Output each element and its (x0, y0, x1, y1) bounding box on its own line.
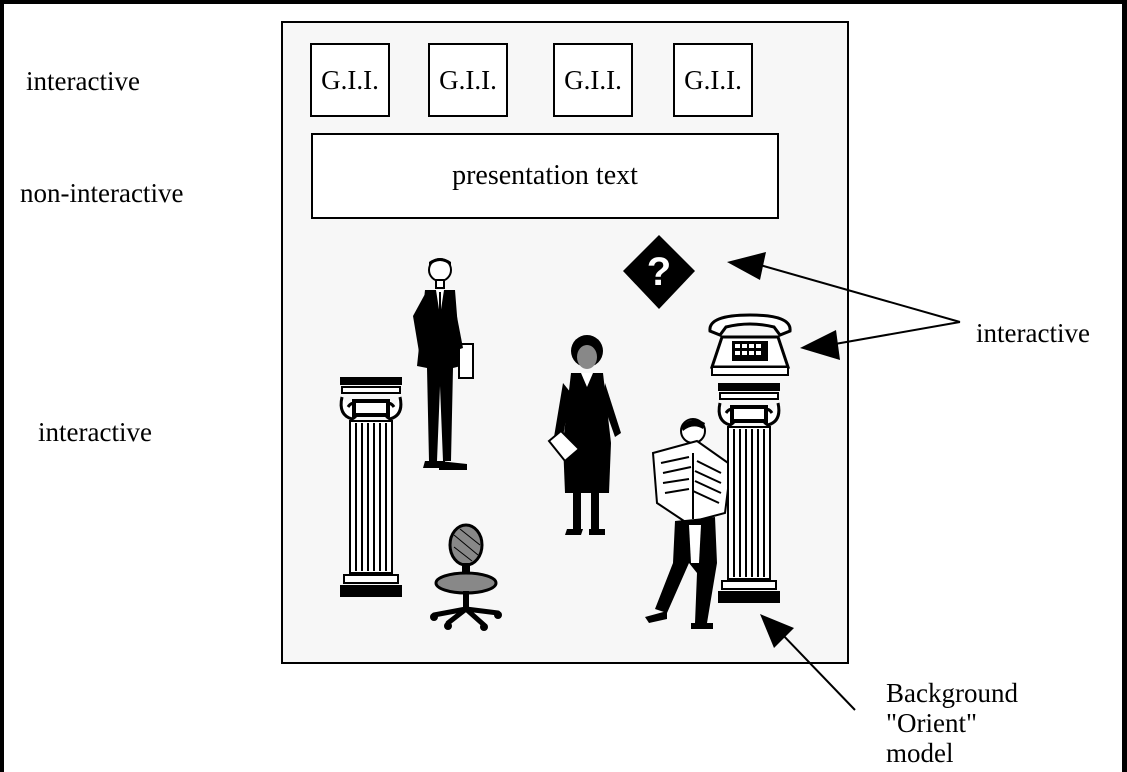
arrow-to-telephone-icon (834, 321, 961, 345)
column-left-icon[interactable] (338, 375, 408, 600)
label-background-orient-model: Background "Orient" model (886, 678, 1018, 768)
frame-border-top (0, 0, 1127, 4)
gii-button-1[interactable]: G.I.I. (310, 43, 390, 117)
gii-button-4[interactable]: G.I.I. (673, 43, 753, 117)
office-chair-icon[interactable] (428, 523, 503, 633)
frame-border-right (1122, 0, 1127, 772)
label-interactive-middle: interactive (38, 417, 152, 447)
frame-border-left (0, 0, 4, 772)
screen-mockup: G.I.I. G.I.I. G.I.I. G.I.I. presentation… (281, 21, 849, 664)
man-reading-newspaper-icon[interactable] (645, 413, 745, 638)
telephone-icon[interactable] (706, 311, 796, 381)
column-right-icon[interactable] (716, 381, 786, 606)
help-question-diamond-icon[interactable]: ? (619, 233, 699, 313)
label-interactive-top: interactive (26, 66, 140, 96)
label-interactive-right: interactive (976, 318, 1090, 348)
arrow-to-background-model (779, 631, 856, 711)
arrow-to-help-icon (759, 264, 961, 323)
gii-button-3[interactable]: G.I.I. (553, 43, 633, 117)
businessman-icon[interactable] (405, 256, 480, 486)
presentation-text-box: presentation text (311, 133, 779, 219)
businesswoman-icon[interactable] (547, 323, 629, 543)
label-non-interactive: non-interactive (20, 178, 184, 208)
svg-text:?: ? (647, 250, 671, 294)
gii-button-2[interactable]: G.I.I. (428, 43, 508, 117)
